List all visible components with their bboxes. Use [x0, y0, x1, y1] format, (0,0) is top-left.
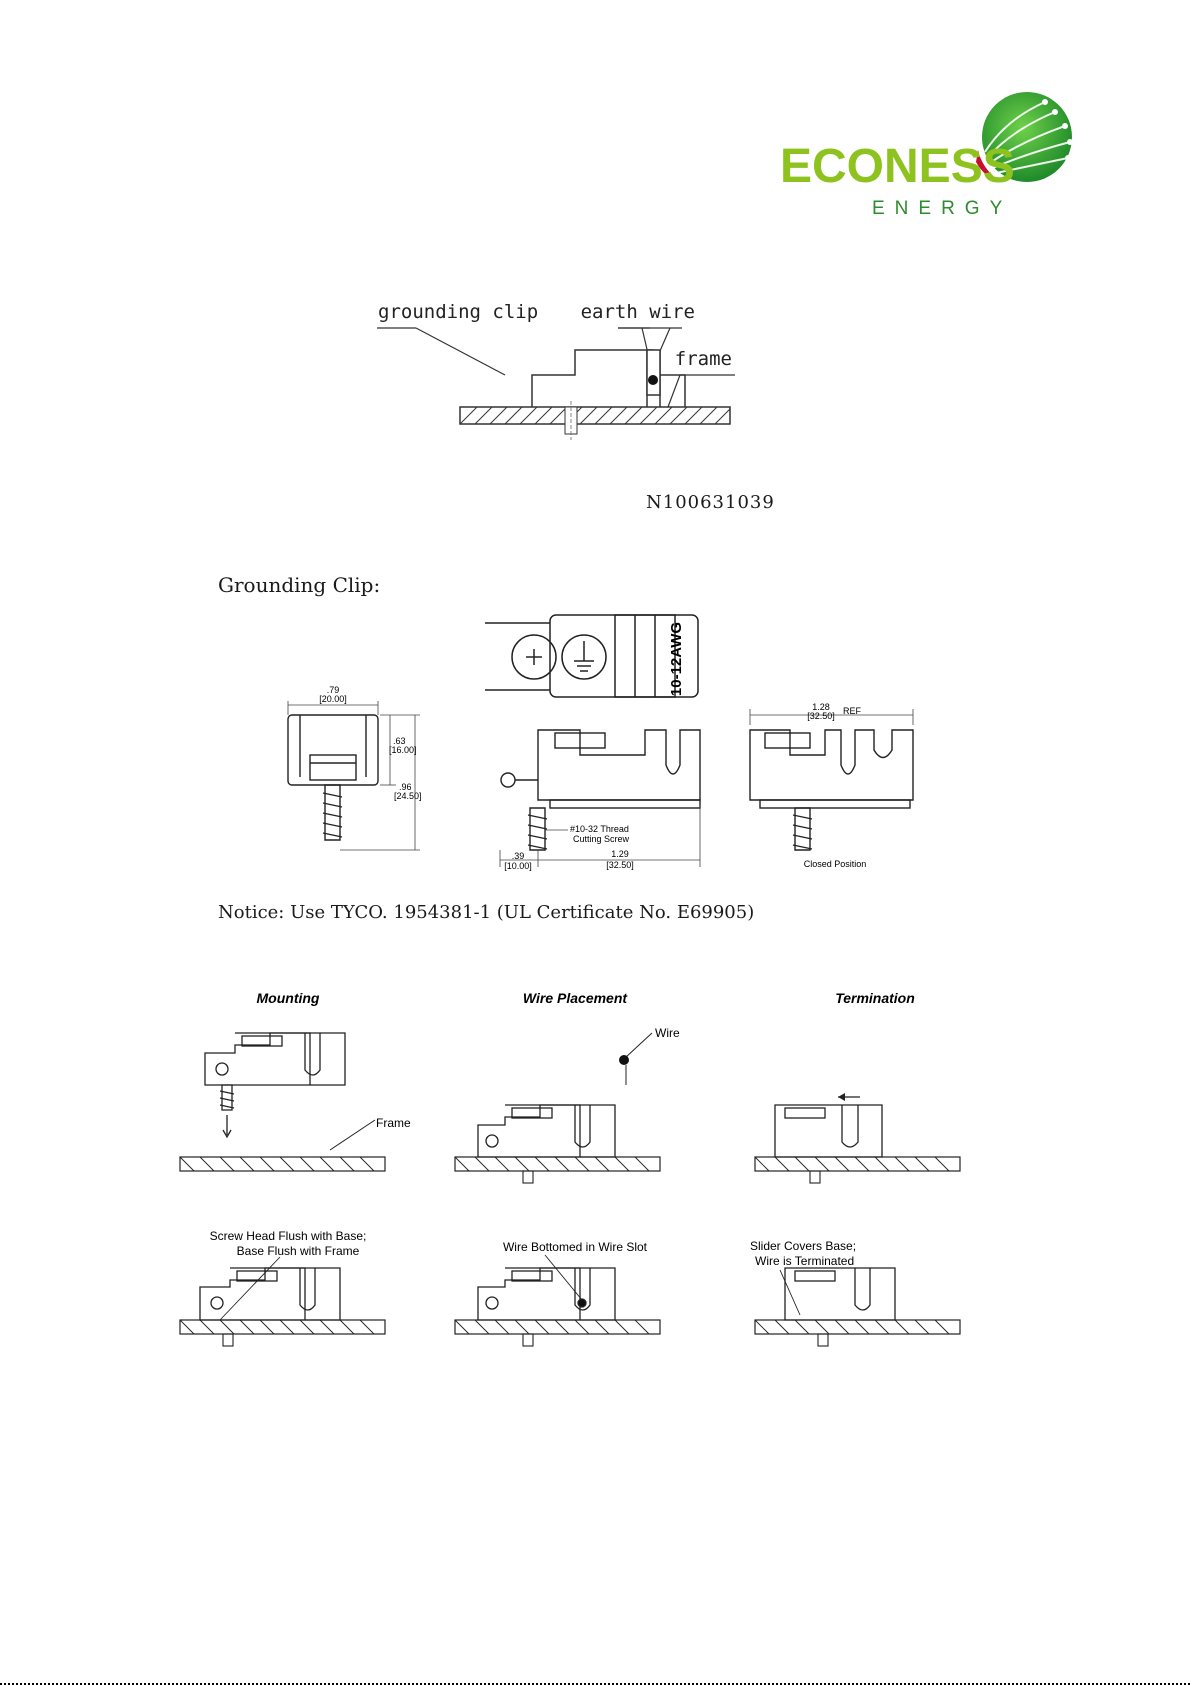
side-view-middle [500, 729, 701, 851]
dim-width: .79 [327, 685, 340, 695]
caption-mounting-2: Base Flush with Frame [237, 1244, 360, 1258]
dim-a: .39 [512, 851, 525, 861]
step-wire-title: Wire Placement [523, 990, 628, 1006]
logo-sub-text: ENERGY [872, 198, 1012, 219]
technical-drawing: 10-12AWG .79 [20.00] .63 [16.00] [270, 605, 930, 875]
dim-b-mm: [32.50] [606, 860, 634, 870]
dim-total-mm: [24.50] [394, 791, 422, 801]
ref-dim-mm: [32.50] [807, 711, 835, 721]
side-view-right [749, 729, 914, 851]
step-termination-title: Termination [835, 990, 915, 1006]
part-number: N100631039 [646, 492, 775, 513]
dim-b: 1.29 [611, 849, 629, 859]
dim-height: .63 [393, 736, 406, 746]
awg-label: 10-12AWG [668, 622, 685, 696]
footer-rule [0, 1683, 1192, 1685]
side-view-left [287, 714, 379, 841]
top-view [485, 614, 699, 698]
dim-width-mm: [20.00] [319, 694, 347, 704]
ref-label: REF [843, 706, 862, 716]
installation-steps: Mounting Wire Placement Termination Fram… [170, 985, 1000, 1380]
caption-mounting-1: Screw Head Flush with Base; [210, 1229, 367, 1243]
mounting-clip [204, 1032, 346, 1139]
step-mounting-title: Mounting [257, 990, 320, 1006]
label-earth-wire: earth wire [581, 301, 695, 323]
section-title: Grounding Clip: [218, 573, 381, 597]
globe-logo-icon: ECONESS ENERGY [780, 92, 1073, 219]
dim-height-mm: [16.00] [389, 745, 417, 755]
logo-brand-text: ECONESS [780, 140, 1015, 193]
grounding-diagram: grounding clip earth wire frame [370, 295, 740, 445]
caption-wire: Wire Bottomed in Wire Slot [503, 1240, 648, 1254]
label-grounding-clip: grounding clip [378, 301, 538, 323]
closed-position-label: Closed Position [804, 859, 867, 869]
notice-text: Notice: Use TYCO. 1954381-1 (UL Certific… [218, 902, 755, 923]
thread-label-2: Cutting Screw [573, 834, 630, 844]
wire-label: Wire [655, 1026, 680, 1040]
caption-termination-1: Slider Covers Base; [750, 1239, 856, 1253]
thread-label: #10-32 Thread [570, 824, 629, 834]
caption-termination-2: Wire is Terminated [755, 1254, 854, 1268]
frame-label: Frame [376, 1116, 411, 1130]
econess-logo: ECONESS ENERGY [780, 90, 1080, 220]
dim-a-mm: [10.00] [504, 861, 532, 871]
dim-total: .96 [399, 782, 412, 792]
ref-dim: 1.28 [812, 702, 830, 712]
label-frame: frame [675, 348, 732, 370]
